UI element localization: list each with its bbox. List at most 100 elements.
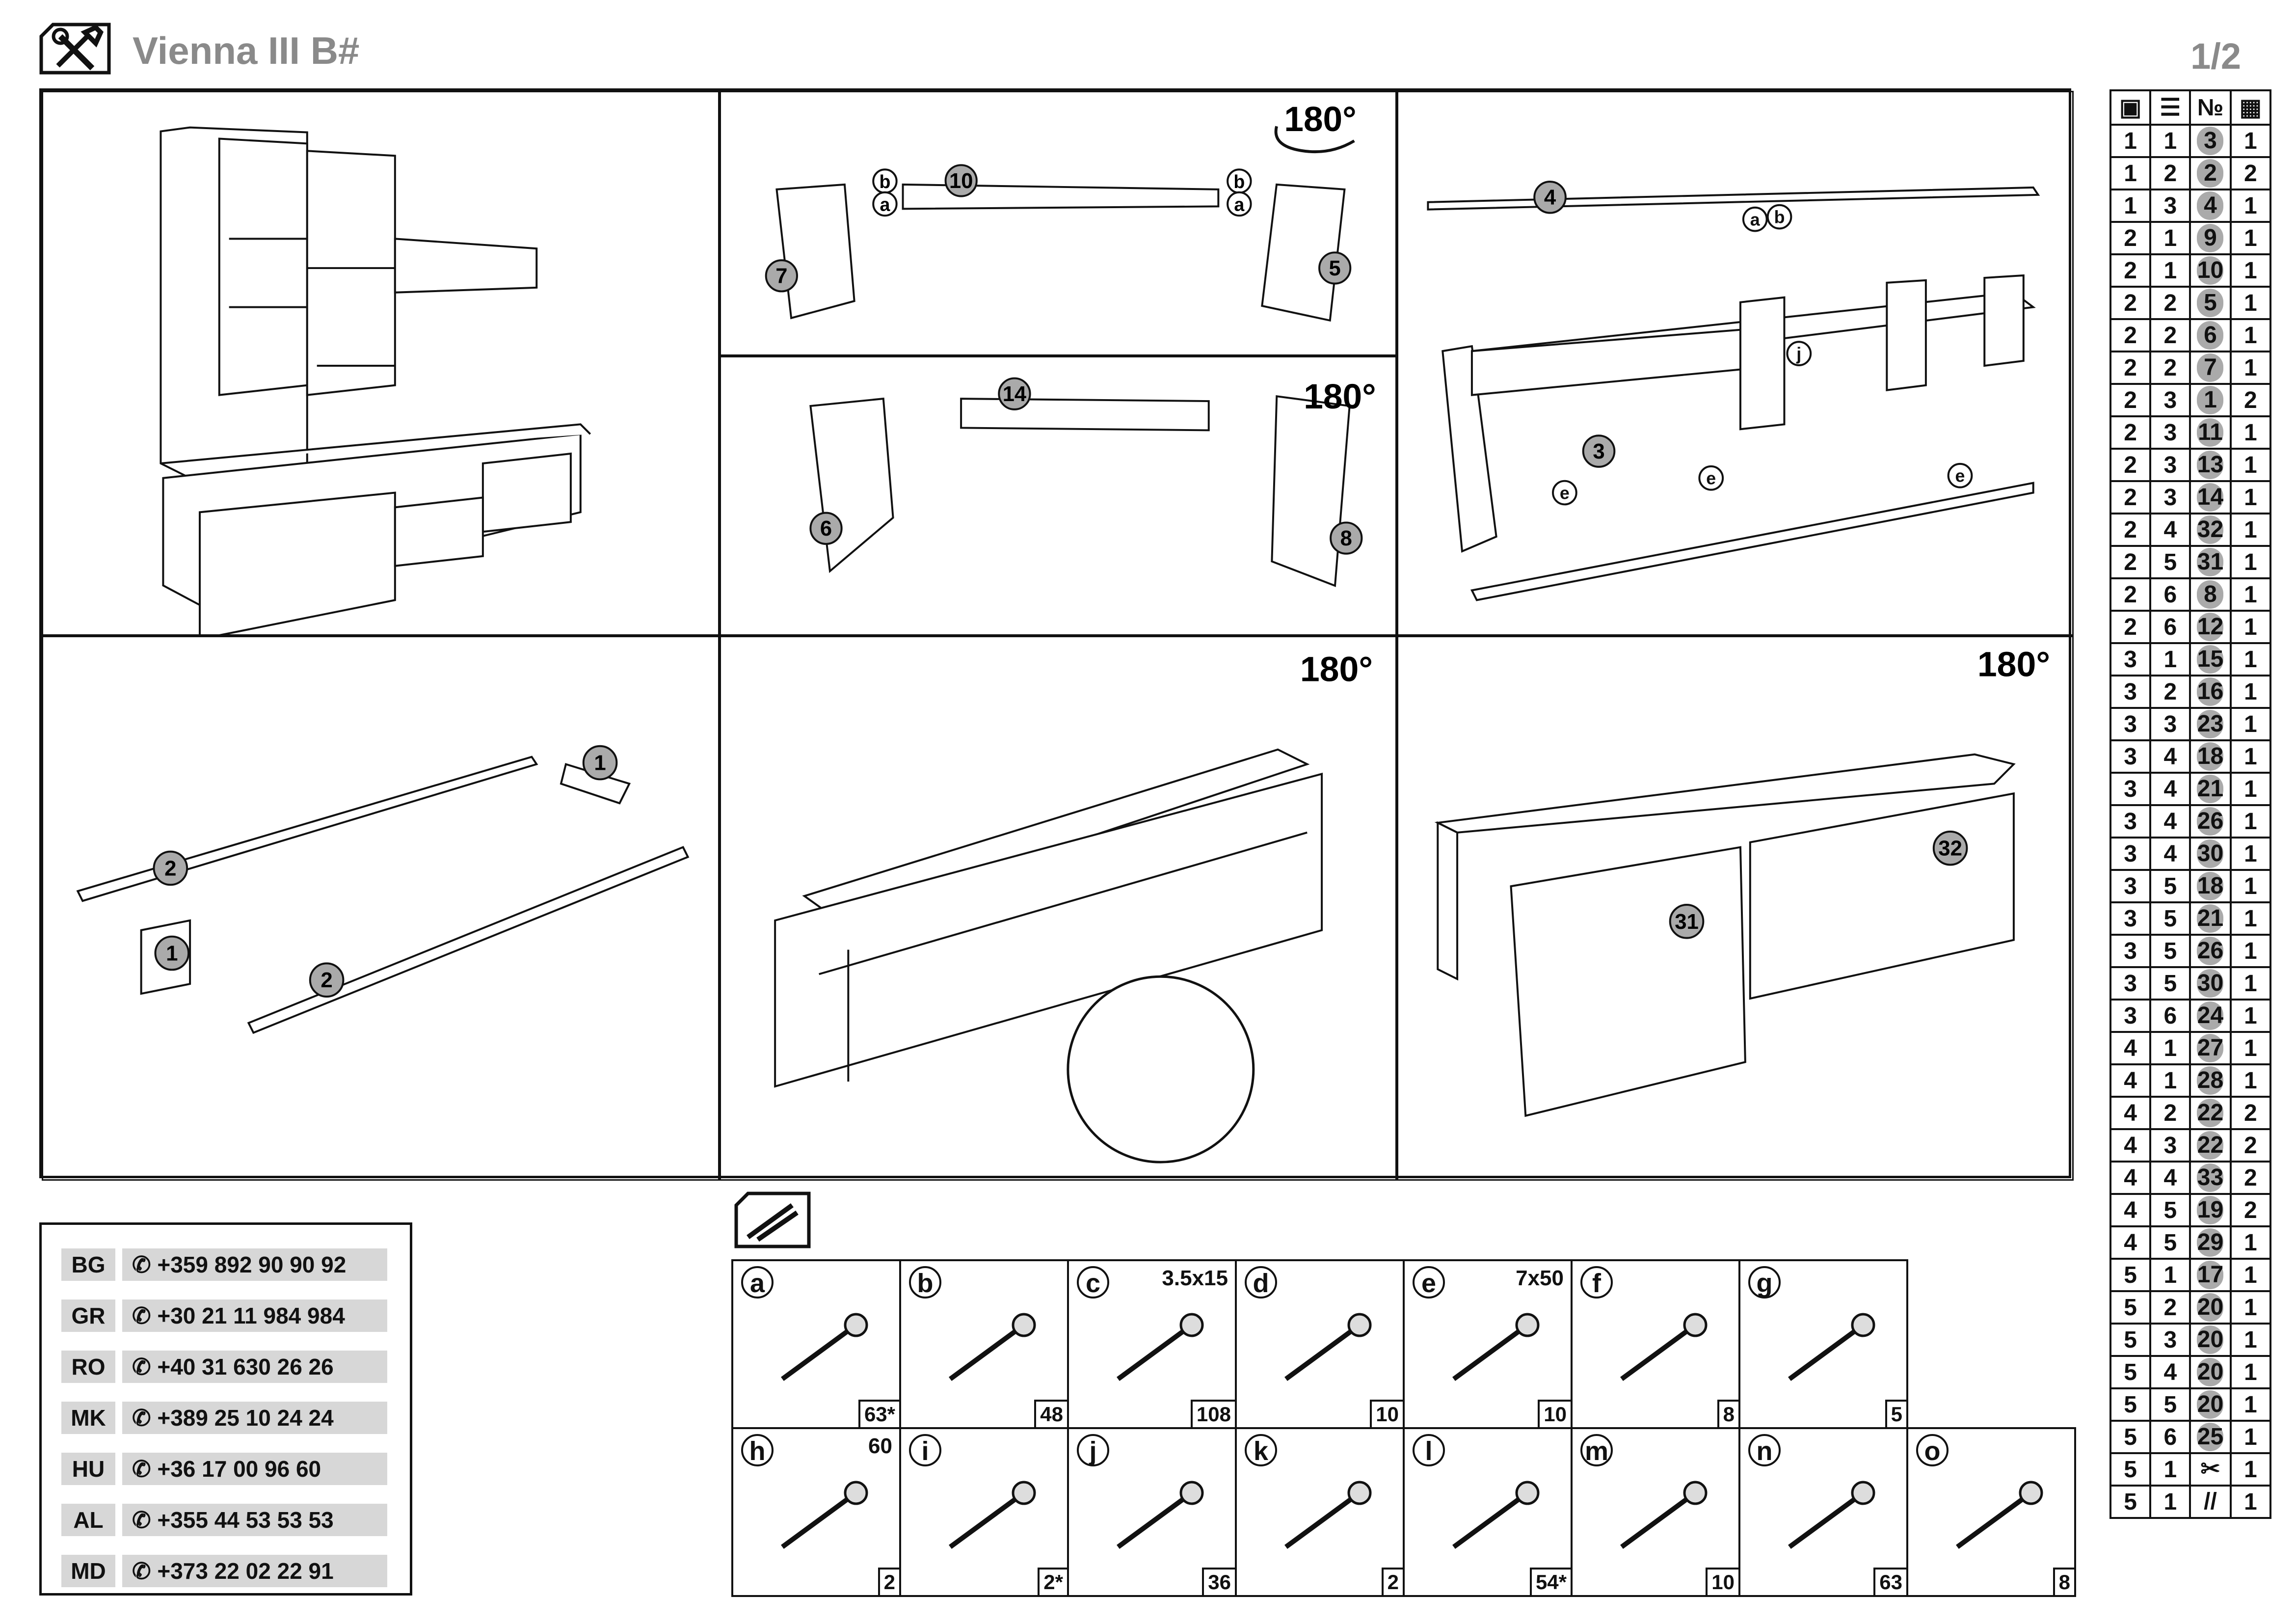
svg-text:a: a <box>1234 194 1245 215</box>
contact-row: BG✆ +359 892 90 90 92 <box>61 1248 387 1281</box>
layer-cell: 6 <box>2149 999 2191 1033</box>
box-cell: 5 <box>2109 1420 2152 1454</box>
cap-icon <box>1788 1481 1875 1549</box>
part-number: 1 <box>2197 386 2224 414</box>
part-number: 14 <box>2197 483 2224 512</box>
svg-text:1: 1 <box>594 751 606 775</box>
qty-cell: 1 <box>2229 1031 2272 1065</box>
hinge-icon <box>1620 1313 1708 1381</box>
phone-text: +30 21 11 984 984 <box>157 1303 345 1328</box>
part-number-cell: 8 <box>2189 577 2232 612</box>
phone-number: ✆ +30 21 11 984 984 <box>122 1299 387 1332</box>
part-number: 22 <box>2197 1131 2224 1160</box>
step-drawing-sides-14: 14 6 8 180° <box>809 377 1376 587</box>
layer-cell: 1 <box>2149 1063 2191 1098</box>
box-cell: 4 <box>2109 1031 2152 1065</box>
qty-cell: 1 <box>2229 739 2272 774</box>
hardware-qty: 36 <box>1202 1568 1235 1595</box>
step-panel-sides-14: 14 6 8 180° <box>720 356 1397 636</box>
box-cell: 2 <box>2109 318 2152 352</box>
part-number-cell: 30 <box>2189 837 2232 871</box>
svg-text:b: b <box>1774 208 1785 227</box>
box-cell: 5 <box>2109 1485 2152 1519</box>
part-number-cell: 17 <box>2189 1258 2232 1292</box>
box-cell: 3 <box>2109 966 2152 1001</box>
part-number-cell: 6 <box>2189 318 2232 352</box>
hardware-qty: 108 <box>1190 1400 1235 1427</box>
part-number-cell: 2 <box>2189 156 2232 190</box>
part-number-cell: 10 <box>2189 253 2232 288</box>
hardware-qty: 5 <box>1885 1400 1906 1427</box>
box-cell: 2 <box>2109 480 2152 514</box>
layer-cell: 1 <box>2149 1452 2191 1487</box>
hardware-icon: // <box>2204 1489 2217 1515</box>
qty-cell: 1 <box>2229 513 2272 547</box>
layer-cell: 4 <box>2149 1161 2191 1195</box>
part-number: 18 <box>2197 742 2224 771</box>
part-number-cell: 25 <box>2189 1420 2232 1454</box>
part-number: 26 <box>2197 807 2224 836</box>
part-number-cell: 32 <box>2189 513 2232 547</box>
hardware-letter: l <box>1413 1434 1445 1466</box>
part-number-cell: 21 <box>2189 901 2232 936</box>
box-cell: 5 <box>2109 1452 2152 1487</box>
box-cell: 3 <box>2109 901 2152 936</box>
box-cell: 5 <box>2109 1258 2152 1292</box>
contact-row: MK✆ +389 25 10 24 24 <box>61 1402 387 1434</box>
page-title: Vienna III B# <box>133 29 360 72</box>
rotate-180-label: 180° <box>1304 378 1376 416</box>
part-number: 17 <box>2197 1261 2224 1289</box>
part-number: 20 <box>2197 1358 2224 1386</box>
part-number-cell: 13 <box>2189 448 2232 482</box>
contact-row: RO✆ +40 31 630 26 26 <box>61 1351 387 1383</box>
qty-cell: 1 <box>2229 351 2272 385</box>
layer-cell: 3 <box>2149 480 2191 514</box>
hardware-letter: j <box>1077 1434 1109 1466</box>
layer-cell: 3 <box>2149 1323 2191 1357</box>
phone-text: +36 17 00 96 60 <box>157 1456 321 1482</box>
qty-cell: 1 <box>2229 1323 2272 1357</box>
part-number-cell: 27 <box>2189 1031 2232 1065</box>
step-panel-doors: 31 32 180° <box>1397 636 2074 1181</box>
phone-text: +359 892 90 90 92 <box>157 1252 347 1277</box>
layer-cell: 4 <box>2149 513 2191 547</box>
qty-cell: 1 <box>2229 545 2272 579</box>
part-number-cell: 14 <box>2189 480 2232 514</box>
assembled-furniture-drawing <box>160 126 591 634</box>
part-number-cell: // <box>2189 1485 2232 1519</box>
box-cell: 2 <box>2109 221 2152 255</box>
phone-icon: ✆ <box>132 1456 158 1482</box>
qty-icon: ▦ <box>2229 89 2272 126</box>
box-cell: 1 <box>2109 189 2152 223</box>
box-cell: 5 <box>2109 1387 2152 1422</box>
qty-cell: 1 <box>2229 1225 2272 1260</box>
qty-cell: 1 <box>2229 415 2272 450</box>
part-number: 21 <box>2197 775 2224 803</box>
part-number: 11 <box>2197 418 2224 447</box>
part-number: 22 <box>2197 1099 2224 1127</box>
layer-cell: 4 <box>2149 739 2191 774</box>
part-number: 32 <box>2197 515 2224 544</box>
box-cell: 4 <box>2109 1096 2152 1130</box>
phone-text: +355 44 53 53 53 <box>157 1507 334 1533</box>
confirmat-screw-icon <box>1452 1313 1540 1381</box>
hardware-qty: 2* <box>1038 1568 1067 1595</box>
part-number: 26 <box>2197 937 2224 965</box>
box-cell: 3 <box>2109 739 2152 774</box>
qty-cell: 1 <box>2229 286 2272 320</box>
phone-number: ✆ +40 31 630 26 26 <box>122 1351 387 1383</box>
box-cell: 4 <box>2109 1193 2152 1227</box>
angle-bracket-icon <box>1284 1313 1372 1381</box>
hardware-size: 3.5x15 <box>1162 1266 1228 1290</box>
box-cell: 3 <box>2109 934 2152 968</box>
